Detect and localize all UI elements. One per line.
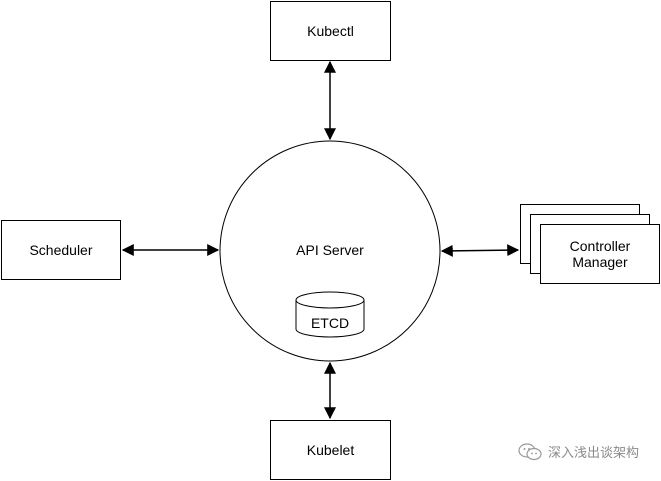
- scheduler-box: Scheduler: [1, 220, 121, 280]
- kubelet-box: Kubelet: [270, 420, 391, 480]
- etcd-cylinder: [295, 291, 365, 338]
- wechat-icon: [518, 442, 542, 460]
- controller-manager-box: Controller Manager: [540, 224, 660, 284]
- api-server-circle: [219, 140, 441, 362]
- watermark-text: 深入浅出谈架构: [547, 446, 639, 461]
- watermark: 深入浅出谈架构: [518, 442, 639, 461]
- api-controller-connector: [440, 244, 520, 257]
- kubectl-box: Kubectl: [270, 1, 391, 61]
- api-server-label: API Server: [296, 242, 364, 258]
- etcd-label: ETCD: [310, 315, 350, 331]
